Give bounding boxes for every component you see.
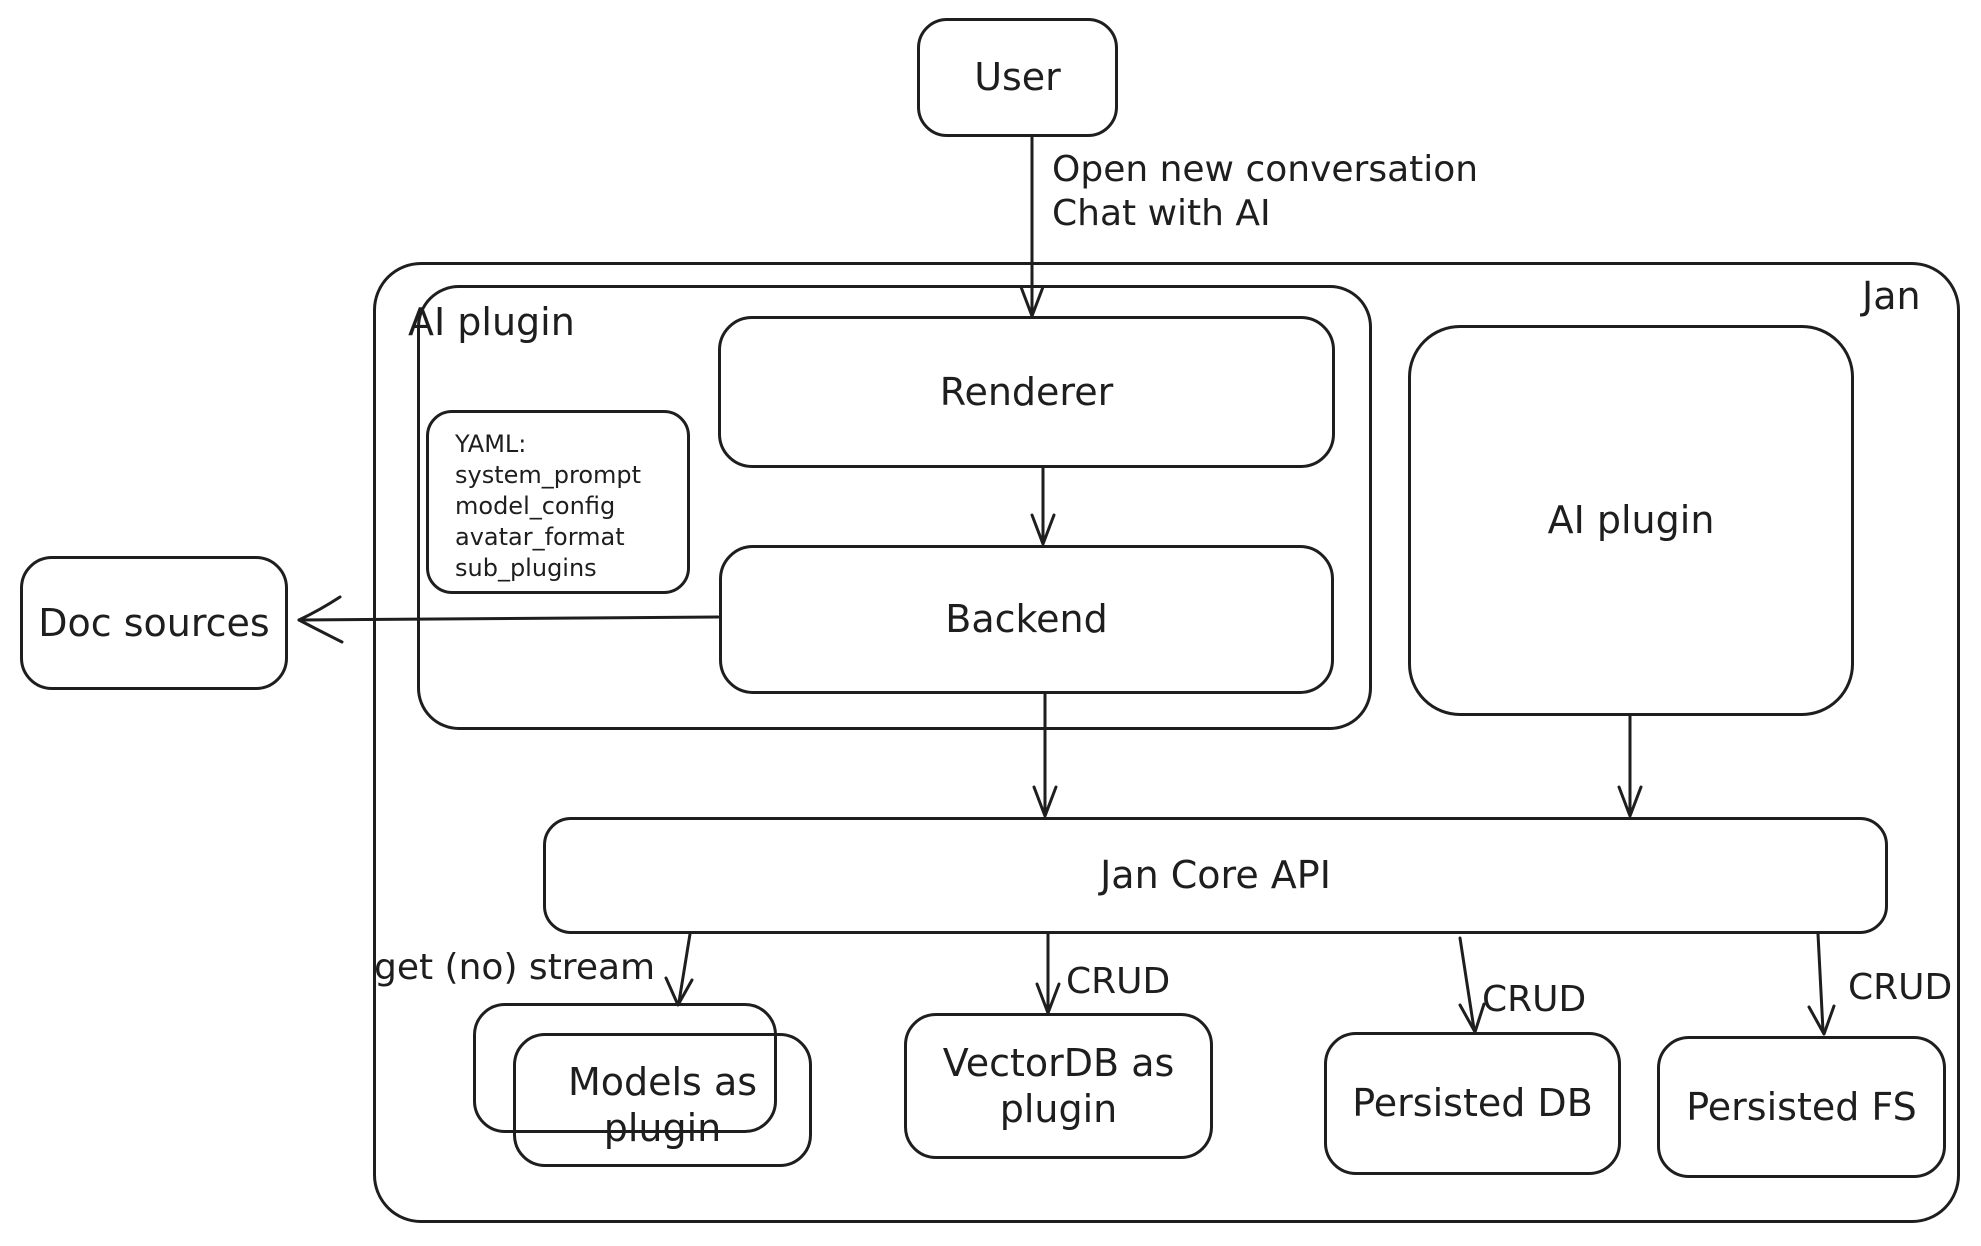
- persisted-fs-node: Persisted FS: [1657, 1036, 1946, 1178]
- edge-label-crud-persisted-db: CRUD: [1482, 979, 1587, 1020]
- ai-plugin-node: AI plugin: [1408, 325, 1854, 716]
- yaml-note-line: avatar_format: [455, 523, 625, 551]
- edge-label-get-no-stream: get (no) stream: [374, 947, 656, 988]
- models-as-plugin-node-inner: [513, 1033, 812, 1167]
- edge-label-crud-vectordb: CRUD: [1066, 961, 1171, 1002]
- vectordb-node: VectorDB as plugin: [904, 1013, 1213, 1159]
- yaml-note: YAML: system_prompt model_config avatar_…: [426, 410, 690, 594]
- yaml-note-line: sub_plugins: [455, 554, 597, 582]
- persisted-db-node: Persisted DB: [1324, 1032, 1621, 1175]
- edge-label-user-to-renderer: Open new conversation Chat with AI: [1052, 149, 1479, 234]
- yaml-note-line: YAML:: [455, 430, 527, 458]
- edge-label-crud-persisted-fs: CRUD: [1848, 967, 1953, 1008]
- jan-container: [373, 262, 1960, 1223]
- backend-node: Backend: [719, 545, 1334, 694]
- yaml-note-line: system_prompt: [455, 461, 642, 489]
- jan-container-label: Jan: [1862, 274, 1921, 318]
- models-as-plugin-label: Models as plugin: [567, 1059, 758, 1150]
- yaml-note-line: model_config: [455, 492, 616, 520]
- ai-plugin-group-label: AI plugin: [408, 300, 575, 344]
- doc-sources-node: Doc sources: [20, 556, 288, 690]
- user-node: User: [917, 18, 1118, 137]
- ai-plugin-group-container: [417, 285, 1372, 730]
- jan-core-api-node: Jan Core API: [543, 817, 1888, 934]
- models-as-plugin-node-outer: [473, 1003, 777, 1133]
- renderer-node: Renderer: [718, 316, 1335, 468]
